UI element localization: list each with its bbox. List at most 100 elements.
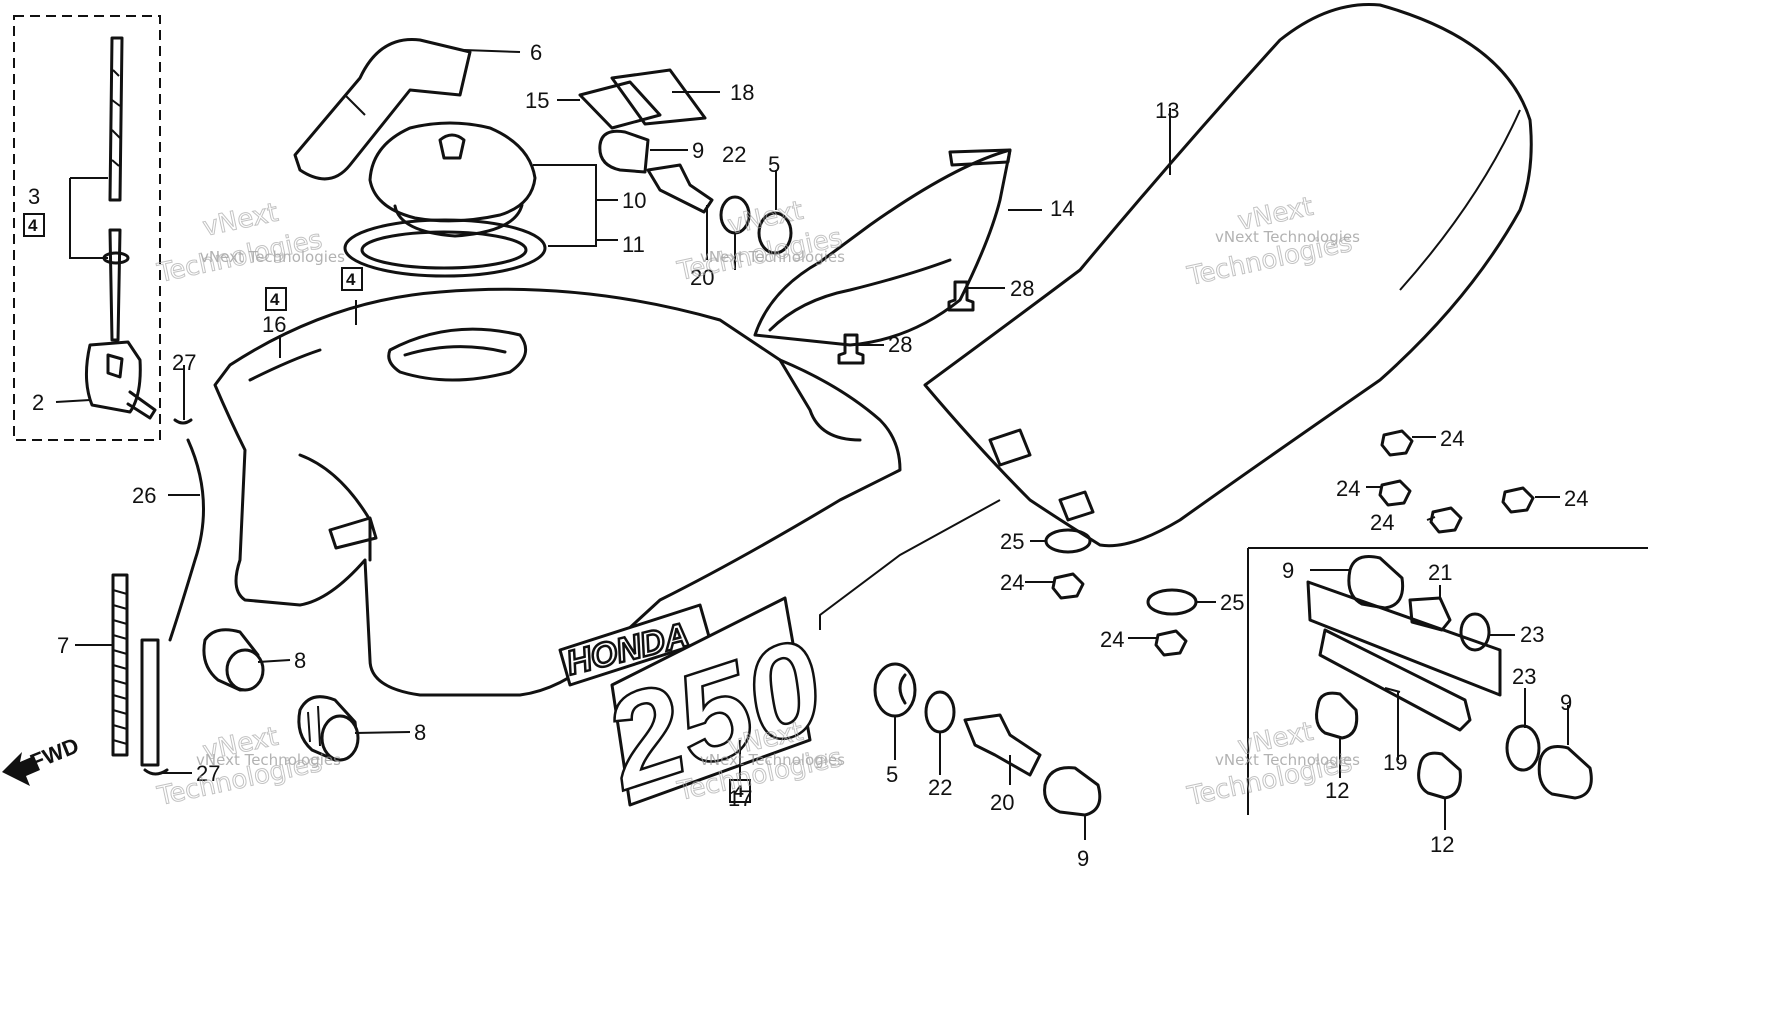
cushion-8b	[297, 695, 360, 762]
watermark-5: vNext Technologies	[700, 751, 845, 769]
sticker-15	[578, 80, 662, 130]
label-3: 3	[28, 184, 40, 209]
label-21: 21	[1428, 560, 1452, 585]
collar-12a	[1315, 691, 1359, 740]
nut-24c	[1429, 506, 1463, 534]
grommet-25b	[1146, 588, 1198, 616]
sticker-18	[610, 68, 707, 126]
collar-20-bottom	[963, 713, 1042, 777]
boxed-label-16-b: 4	[346, 270, 356, 289]
part-labels: 3 2 6 15 18 9 22 5 10 11 20 14 13 28 28 …	[28, 40, 1588, 871]
fuel-tube	[293, 37, 472, 181]
label-24-b: 24	[1336, 476, 1360, 501]
washer-23a	[1459, 612, 1491, 652]
label-7: 7	[57, 633, 69, 658]
label-9-bottom: 9	[1077, 846, 1089, 871]
fuel-cock-inset	[13, 15, 161, 441]
boxed-label-16-a: 4	[270, 290, 280, 309]
label-20-bottom: 20	[990, 790, 1014, 815]
seat	[923, 2, 1533, 548]
cushion-9-top	[598, 129, 650, 174]
tube-lower	[140, 638, 160, 767]
label-25-b: 25	[1220, 590, 1244, 615]
label-19: 19	[1383, 750, 1407, 775]
long-bolt	[111, 573, 129, 757]
washer-23b	[1505, 724, 1541, 772]
nut-24a	[1380, 429, 1414, 457]
label-27-top: 27	[172, 350, 196, 375]
nut-24d	[1501, 486, 1535, 514]
label-15: 15	[525, 88, 549, 113]
collar-12b	[1417, 751, 1462, 800]
cushion-9-right	[1347, 555, 1405, 610]
label-9-right: 9	[1282, 558, 1294, 583]
cushion-9-end	[1537, 745, 1593, 800]
label-10: 10	[622, 188, 646, 213]
label-16: 16	[262, 312, 286, 337]
nut-24f	[1154, 629, 1188, 657]
label-25-a: 25	[1000, 529, 1024, 554]
clip-27b	[143, 768, 169, 776]
bolt-28b	[837, 333, 865, 365]
grommet-25a	[1044, 528, 1092, 554]
cushion-8a	[202, 628, 265, 692]
leader-lines	[55, 49, 1569, 840]
fuel-tank	[213, 287, 902, 697]
grommet-5-bottom	[873, 662, 917, 718]
boxed-label-3: 4	[28, 216, 38, 235]
label-24-f: 24	[1100, 627, 1124, 652]
label-24-c: 24	[1370, 510, 1394, 535]
boxed-labels: 4 4 4 4	[23, 213, 751, 803]
fwd-label: FWD	[27, 733, 83, 775]
watermark-1: vNext Technologies	[200, 248, 345, 266]
clip-27a	[173, 418, 193, 425]
label-5-bottom: 5	[886, 762, 898, 787]
mount-plate	[1306, 580, 1502, 697]
label-8-a: 8	[294, 648, 306, 673]
label-23-a: 23	[1520, 622, 1544, 647]
watermark-4: vNext Technologies	[196, 751, 341, 769]
collar-20-top	[646, 163, 714, 214]
label-2: 2	[32, 390, 44, 415]
label-14: 14	[1050, 196, 1074, 221]
boxed-label-17: 4	[734, 782, 744, 801]
label-8-b: 8	[414, 720, 426, 745]
nut-24e	[1051, 572, 1085, 600]
label-24-d: 24	[1564, 486, 1588, 511]
watermark-6: vNext Technologies	[1215, 751, 1360, 769]
label-6: 6	[530, 40, 542, 65]
arrow-icon	[2, 752, 40, 786]
label-5-top: 5	[768, 152, 780, 177]
label-28-b: 28	[888, 332, 912, 357]
grommet-5-top	[757, 211, 793, 255]
watermark-2: vNext Technologies	[700, 248, 845, 266]
fuel-cap	[368, 121, 537, 238]
watermark-3: vNext Technologies	[1215, 228, 1360, 246]
label-24-a: 24	[1440, 426, 1464, 451]
label-27-bottom: 27	[196, 761, 220, 786]
label-23-b: 23	[1512, 664, 1536, 689]
label-24-e: 24	[1000, 570, 1024, 595]
label-26: 26	[132, 483, 156, 508]
side-cover	[753, 148, 1012, 347]
drain-tube	[168, 438, 206, 642]
label-28-a: 28	[1010, 276, 1034, 301]
label-20-top: 20	[690, 265, 714, 290]
label-13: 13	[1155, 98, 1179, 123]
washer-22-bottom	[924, 690, 956, 734]
cushion-9-bottom	[1043, 766, 1102, 817]
label-12-b: 12	[1430, 832, 1454, 857]
forward-arrow: FWD	[2, 733, 82, 786]
label-9-end: 9	[1560, 690, 1572, 715]
label-9-top: 9	[692, 138, 704, 163]
nut-24b	[1378, 479, 1412, 507]
label-11: 11	[622, 232, 645, 257]
bolt-28a	[947, 280, 975, 312]
label-18: 18	[730, 80, 754, 105]
label-22-top: 22	[722, 142, 746, 167]
label-22-bottom: 22	[928, 775, 952, 800]
label-17: 17	[728, 786, 752, 811]
mount-inset-frame	[1247, 547, 1648, 815]
label-12-a: 12	[1325, 778, 1349, 803]
